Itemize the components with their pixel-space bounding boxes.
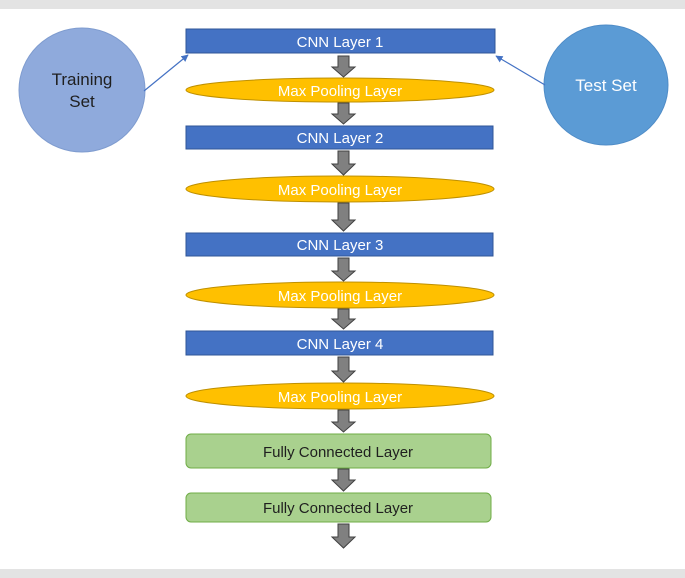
training-set-node: Training Set <box>18 27 146 153</box>
cnn-layer-box <box>185 125 494 150</box>
pooling-layer-ellipse <box>185 281 495 309</box>
test-set-node: Test Set <box>543 24 669 146</box>
fully-connected-label: Fully Connected Layer <box>263 444 413 461</box>
down-arrow-icon <box>330 257 357 282</box>
cnn-layer-label: CNN Layer 3 <box>297 237 384 254</box>
layer-cnn-4: CNN Layer 4 <box>185 330 494 356</box>
layer-pool-4: Max Pooling Layer <box>185 382 495 410</box>
fully-connected-box <box>185 433 492 469</box>
training-set-label-line1: Training <box>52 70 113 89</box>
layer-cnn-3: CNN Layer 3 <box>185 232 494 257</box>
flow-arrows <box>330 55 357 549</box>
cnn-layer-box <box>185 330 494 356</box>
diagram-frame: Training Set Test Set CNN Layer 1 Max Po… <box>0 9 685 569</box>
cnn-layer-box <box>185 232 494 257</box>
layer-pool-2: Max Pooling Layer <box>185 175 495 203</box>
cnn-layer-label: CNN Layer 1 <box>297 34 384 51</box>
layer-fc-2: Fully Connected Layer <box>185 492 492 523</box>
down-arrow-icon <box>330 55 357 78</box>
pooling-layer-label: Max Pooling Layer <box>278 182 402 199</box>
down-arrow-icon <box>330 468 357 492</box>
test-to-cnn1-connector <box>495 55 546 86</box>
down-arrow-icon <box>330 150 357 176</box>
down-arrow-icon <box>330 102 357 125</box>
fully-connected-box <box>185 492 492 523</box>
layer-cnn-1: CNN Layer 1 <box>185 28 496 54</box>
pooling-layer-label: Max Pooling Layer <box>278 389 402 406</box>
cnn-architecture-diagram: Training Set Test Set CNN Layer 1 Max Po… <box>18 24 669 549</box>
down-arrow-icon <box>330 202 357 232</box>
cnn-layer-label: CNN Layer 4 <box>297 336 384 353</box>
down-arrow-icon <box>330 409 357 433</box>
down-arrow-icon <box>330 356 357 383</box>
pooling-layer-label: Max Pooling Layer <box>278 288 402 305</box>
cnn-layer-label: CNN Layer 2 <box>297 130 384 147</box>
pooling-layer-ellipse <box>185 382 495 410</box>
pooling-layer-label: Max Pooling Layer <box>278 83 402 100</box>
layer-pool-3: Max Pooling Layer <box>185 281 495 309</box>
down-arrow-icon <box>330 308 357 330</box>
training-set-label-line2: Set <box>69 92 95 111</box>
training-to-cnn1-connector <box>143 54 189 92</box>
training-set-circle <box>18 27 146 153</box>
cnn-layer-box <box>185 28 496 54</box>
pooling-layer-ellipse <box>185 77 495 103</box>
layer-pool-1: Max Pooling Layer <box>185 77 495 103</box>
test-set-label: Test Set <box>575 76 637 95</box>
down-arrow-icon <box>330 523 357 549</box>
layer-fc-1: Fully Connected Layer <box>185 433 492 469</box>
layer-cnn-2: CNN Layer 2 <box>185 125 494 150</box>
fully-connected-label: Fully Connected Layer <box>263 500 413 517</box>
pooling-layer-ellipse <box>185 175 495 203</box>
